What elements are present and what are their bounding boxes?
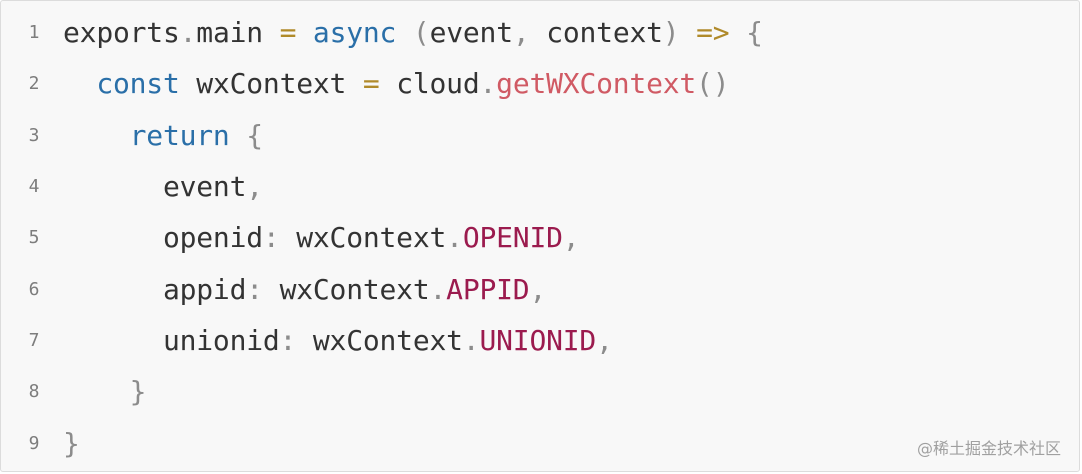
line-code: openid: wxContext.OPENID, — [63, 221, 580, 255]
code-line: 3 return { — [1, 110, 1079, 161]
code-token-operator: = — [279, 16, 297, 50]
line-code: } — [63, 427, 80, 460]
line-code: event, — [63, 170, 263, 203]
code-token-punct: . — [446, 221, 463, 255]
line-number: 9 — [28, 432, 40, 454]
code-token-plain — [230, 119, 247, 152]
code-token-punct: . — [479, 67, 497, 101]
code-line: 5 openid: wxContext.OPENID, — [1, 212, 1079, 263]
line-code: appid: wxContext.APPID, — [63, 273, 546, 306]
line-code: return { — [63, 119, 263, 152]
code-token-punct: : — [262, 221, 280, 255]
code-token-plain: appid — [63, 272, 247, 306]
code-token-keyword: async — [312, 16, 397, 50]
code-token-plain: context — [529, 16, 663, 50]
line-number: 6 — [28, 278, 40, 300]
code-line: 9} — [1, 417, 1079, 468]
watermark: @稀土掘金技术社区 — [916, 439, 1061, 458]
code-token-punct: : — [279, 323, 297, 357]
code-token-punct: . — [462, 323, 480, 357]
code-token-plain: unionid — [63, 323, 280, 357]
line-code: unionid: wxContext.UNIONID, — [63, 324, 613, 357]
code-token-punct: . — [179, 16, 197, 50]
code-line: 7 unionid: wxContext.UNIONID, — [1, 315, 1079, 366]
code-line: 1 exports.main = async (event, context) =… — [1, 7, 1079, 58]
line-number: 8 — [28, 381, 40, 403]
line-code: } — [63, 375, 147, 409]
code-token-plain — [396, 16, 413, 49]
code-token-punct: } — [63, 426, 80, 460]
code-token-plain: wxContext — [296, 323, 463, 357]
code-token-keyword: return — [129, 118, 230, 152]
code-line: 8 } — [1, 366, 1079, 417]
code-token-plain: wxContext — [262, 272, 430, 306]
code-line: 2 const wxContext = cloud.getWXContext() — [1, 58, 1079, 109]
line-number: 3 — [28, 124, 40, 146]
line-code: const wxContext = cloud.getWXContext() — [63, 67, 729, 100]
line-number: 1 — [28, 22, 40, 44]
line-number: 5 — [28, 227, 40, 249]
line-number: 4 — [28, 176, 40, 198]
line-code: exports.main = async (event, context) =>… — [63, 16, 763, 49]
code-token-punct: : — [246, 272, 263, 306]
code-token-plain — [63, 375, 130, 408]
code-token-punct: , — [512, 16, 530, 50]
code-token-plain — [679, 16, 696, 49]
code-line: 6 appid: wxContext.APPID, — [1, 263, 1079, 314]
code-token-punct: , — [562, 221, 580, 255]
code-token-punct: , — [596, 323, 613, 357]
code-token-punct: . — [429, 272, 447, 306]
code-token-func: getWXContext — [496, 67, 697, 101]
code-token-plain: wxContext — [179, 67, 363, 101]
code-token-plain: wxContext — [279, 221, 447, 255]
code-token-plain: cloud — [379, 67, 480, 101]
line-number: 7 — [28, 329, 40, 351]
code-token-punct: } — [129, 375, 147, 409]
line-number: 2 — [28, 73, 40, 95]
code-token-punct: () — [696, 67, 730, 101]
code-token-plain: main — [196, 16, 280, 50]
code-token-prop: APPID — [446, 272, 530, 306]
code-token-plain — [63, 119, 130, 152]
code-token-punct: { — [746, 16, 763, 50]
code-token-prop: OPENID — [462, 221, 563, 255]
code-token-plain: exports — [63, 16, 180, 50]
code-token-plain — [729, 16, 746, 49]
code-token-plain — [63, 67, 96, 100]
code-token-operator: = — [362, 67, 380, 101]
code-token-punct: ( — [412, 16, 430, 50]
code-token-keyword: const — [96, 67, 180, 101]
code-token-punct: ) — [662, 16, 680, 50]
code-line: 4 event, — [1, 161, 1079, 212]
code-token-plain: openid — [63, 221, 263, 255]
code-token-punct: { — [246, 118, 263, 152]
code-token-punct: , — [246, 170, 263, 204]
code-token-plain: event — [63, 170, 247, 204]
code-token-plain — [296, 16, 313, 49]
code-token-punct: , — [529, 272, 547, 306]
code-token-prop: UNIONID — [479, 323, 597, 357]
code-token-plain: event — [429, 16, 513, 50]
code-token-operator: => — [696, 16, 730, 50]
